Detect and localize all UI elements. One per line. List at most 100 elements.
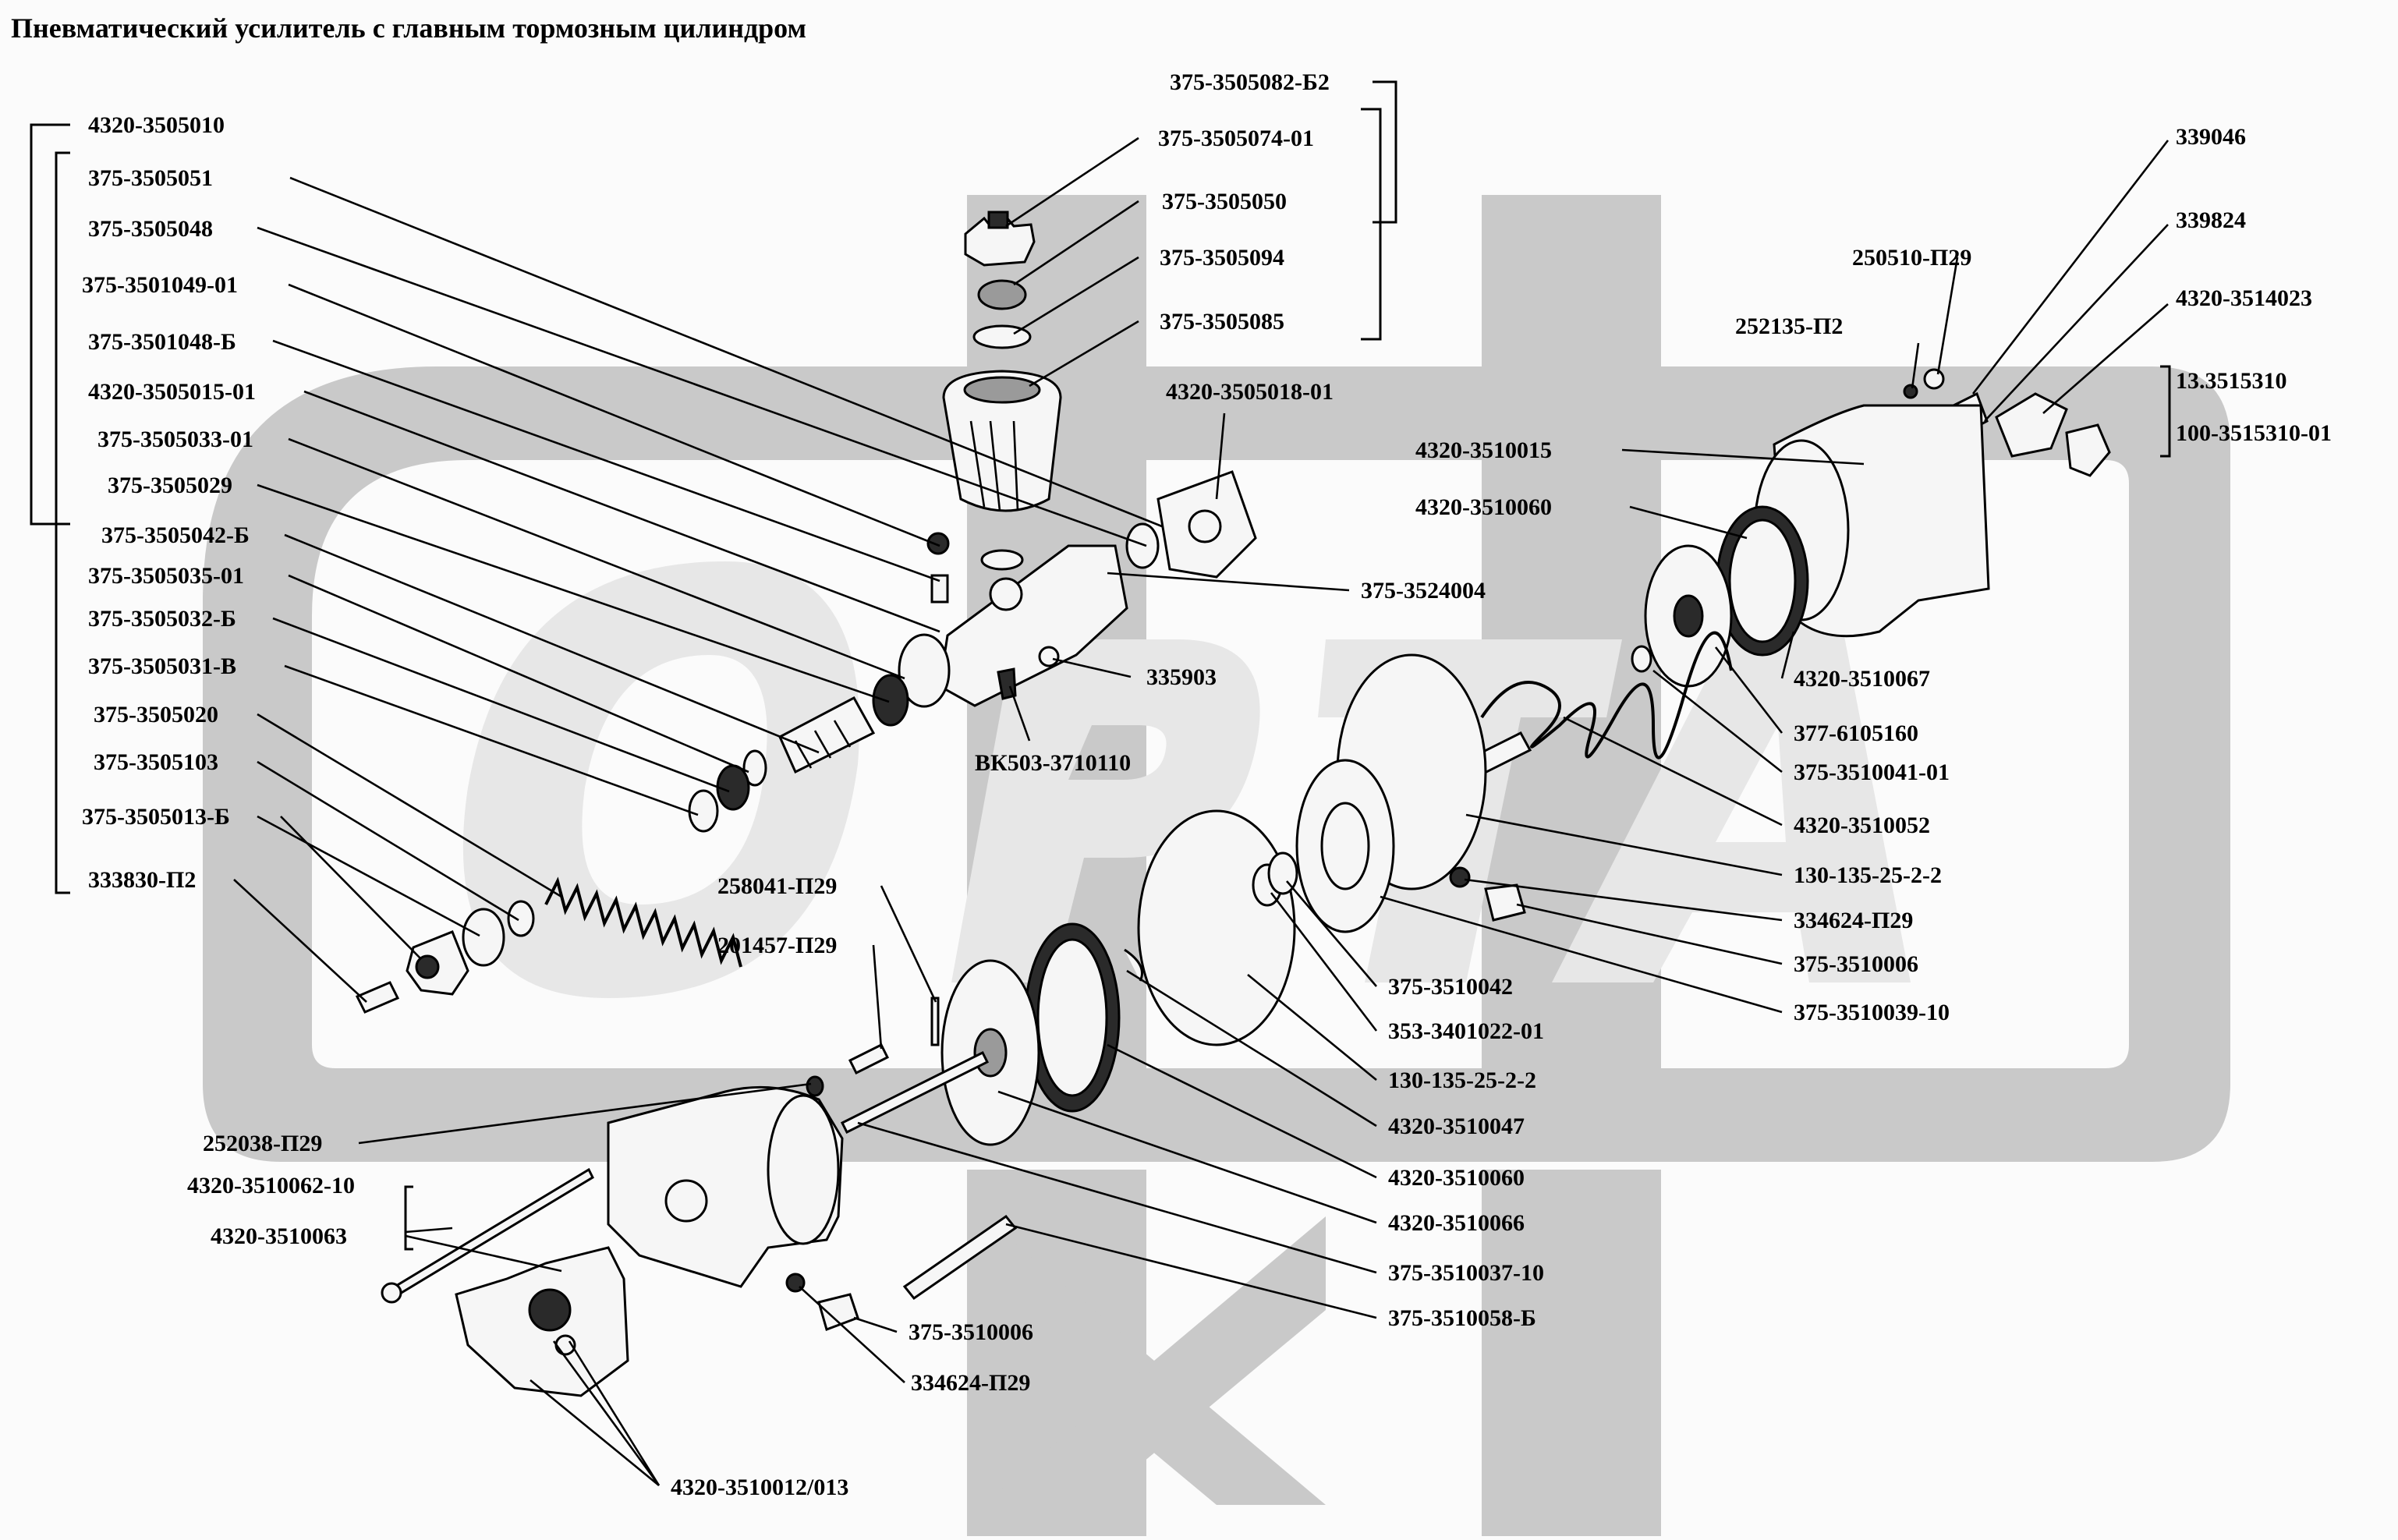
port-fitting [926, 532, 950, 555]
label-130-135-25-2-2-a: 130-135-25-2-2 [1794, 862, 1942, 888]
brake-fluid-reservoir [942, 370, 1062, 512]
label-375-3510006-right: 375-3510006 [1794, 951, 1918, 977]
end-plug-oring [462, 908, 505, 967]
label-252135-p2: 252135-П2 [1735, 313, 1843, 339]
valve-seat [688, 789, 719, 833]
label-4320-3510012-013: 4320-3510012/013 [671, 1475, 848, 1500]
piston-cup [872, 674, 909, 727]
clevis-washer [806, 1075, 824, 1097]
long-bolt-head [381, 1282, 402, 1304]
label-335903: 335903 [1146, 664, 1217, 690]
label-375-3510041-01: 375-3510041-01 [1794, 759, 1950, 785]
label-375-3510039-10: 375-3510039-10 [1794, 1000, 1950, 1025]
label-vk503-3710110: ВК503-3710110 [975, 750, 1131, 776]
label-375-3501048-b: 375-3501048-Б [88, 329, 236, 355]
reservoir-top [963, 376, 1041, 404]
clevis-pin [848, 1043, 890, 1075]
label-4320-3510052: 4320-3510052 [1794, 812, 1930, 838]
parts-drawing [355, 211, 2111, 1397]
flange-hole [1188, 509, 1222, 543]
cotter-pin [930, 997, 940, 1046]
long-rod [840, 1050, 990, 1135]
port-bolt [930, 574, 949, 604]
label-334624-p29-right: 334624-П29 [1794, 908, 1913, 933]
label-375-3501049-01: 375-3501049-01 [82, 272, 238, 298]
label-333830-p2: 333830-П2 [88, 867, 196, 893]
front-housing-rim [767, 1094, 840, 1245]
label-375-3505033-01: 375-3505033-01 [97, 427, 253, 452]
label-334624-p29-bottom: 334624-П29 [911, 1370, 1030, 1396]
valve-oring [1137, 809, 1296, 1046]
label-258041-p29: 258041-П29 [717, 873, 837, 899]
bleed-fitting [1484, 883, 1526, 922]
part-labels: 4320-3505010 375-3505051 375-3505048 375… [82, 69, 2332, 1500]
label-13-3515310: 13.3515310 [2176, 368, 2287, 394]
front-housing-hole [664, 1179, 708, 1223]
label-375-3510037-10: 375-3510037-10 [1388, 1260, 1544, 1286]
label-377-6105160: 377-6105160 [1794, 720, 1918, 746]
label-4320-3510015: 4320-3510015 [1415, 437, 1552, 463]
label-375-3505103: 375-3505103 [94, 749, 218, 775]
piston-ring-small [1631, 645, 1652, 673]
label-252038-p29: 252038-П29 [203, 1131, 322, 1156]
label-4320-3505015-01: 4320-3505015-01 [88, 379, 256, 405]
flange-oring [1125, 522, 1160, 569]
valve-outlet [2065, 423, 2111, 477]
reservoir-seal [980, 549, 1024, 571]
guide-rod [902, 1214, 1018, 1301]
fitting-nut [1923, 368, 1945, 390]
bottom-bleed-fitting [817, 1293, 859, 1331]
piston-seal [716, 764, 750, 811]
label-375-3505050: 375-3505050 [1162, 189, 1287, 214]
label-353-3401022-01: 353-3401022-01 [1388, 1018, 1544, 1044]
label-375-3505082-b2: 375-3505082-Б2 [1170, 69, 1330, 95]
piston-washer [742, 749, 767, 787]
label-339046: 339046 [2176, 124, 2246, 150]
label-4320-3510067: 4320-3510067 [1794, 666, 1930, 692]
label-4320-3510066: 4320-3510066 [1388, 1210, 1525, 1236]
label-4320-3510060-top: 4320-3510060 [1415, 494, 1552, 520]
diagram-title: Пневматический усилитель с главным тормо… [11, 12, 806, 44]
end-plug-hole [415, 954, 440, 979]
label-4320-3510060-bottom: 4320-3510060 [1388, 1165, 1525, 1191]
label-375-3510042: 375-3510042 [1388, 974, 1513, 1000]
brackets [30, 80, 2171, 1251]
fitting-washer [1903, 384, 1918, 399]
valve-piston-inner [1320, 802, 1370, 890]
booster-spring [1480, 631, 1733, 759]
cylinder-port [989, 577, 1023, 611]
label-375-3510006-bottom: 375-3510006 [909, 1319, 1033, 1345]
clip-ring [1124, 948, 1143, 982]
label-4320-3505010: 4320-3505010 [88, 112, 225, 138]
label-375-3505051: 375-3505051 [88, 165, 213, 191]
bleed-washer [1449, 866, 1471, 888]
label-375-3524004: 375-3524004 [1361, 578, 1486, 604]
watermark-logo [203, 195, 2230, 1536]
piston-plate-hub [973, 1028, 1008, 1078]
diaphragm-center [1036, 938, 1108, 1097]
label-375-3505074-01: 375-3505074-01 [1158, 126, 1314, 151]
label-375-3510058-b: 375-3510058-Б [1388, 1305, 1536, 1331]
label-375-3505031-v: 375-3505031-В [88, 653, 236, 679]
return-spring [544, 876, 742, 968]
label-375-3505035-01: 375-3505035-01 [88, 563, 244, 589]
label-4320-3510063: 4320-3510063 [211, 1223, 347, 1249]
label-4320-3510062-10: 4320-3510062-10 [187, 1173, 355, 1198]
label-4320-3514023: 4320-3514023 [2176, 285, 2312, 311]
sensor-washer [1038, 646, 1060, 667]
label-201457-p29: 201457-П29 [717, 933, 837, 958]
label-250510-p29: 250510-П29 [1852, 245, 1971, 271]
diaphragm-inner [1728, 519, 1797, 643]
label-375-3505085: 375-3505085 [1160, 309, 1284, 335]
cylinder-bore [898, 633, 951, 708]
label-339824: 339824 [2176, 207, 2246, 233]
label-375-3505042-b: 375-3505042-Б [101, 522, 250, 548]
spring-retainer [507, 900, 535, 937]
label-375-3505020: 375-3505020 [94, 702, 218, 728]
label-375-3505048: 375-3505048 [88, 216, 213, 242]
label-4320-3510047: 4320-3510047 [1388, 1113, 1525, 1139]
label-375-3505094: 375-3505094 [1160, 245, 1284, 271]
label-375-3505032-b: 375-3505032-Б [88, 606, 236, 632]
